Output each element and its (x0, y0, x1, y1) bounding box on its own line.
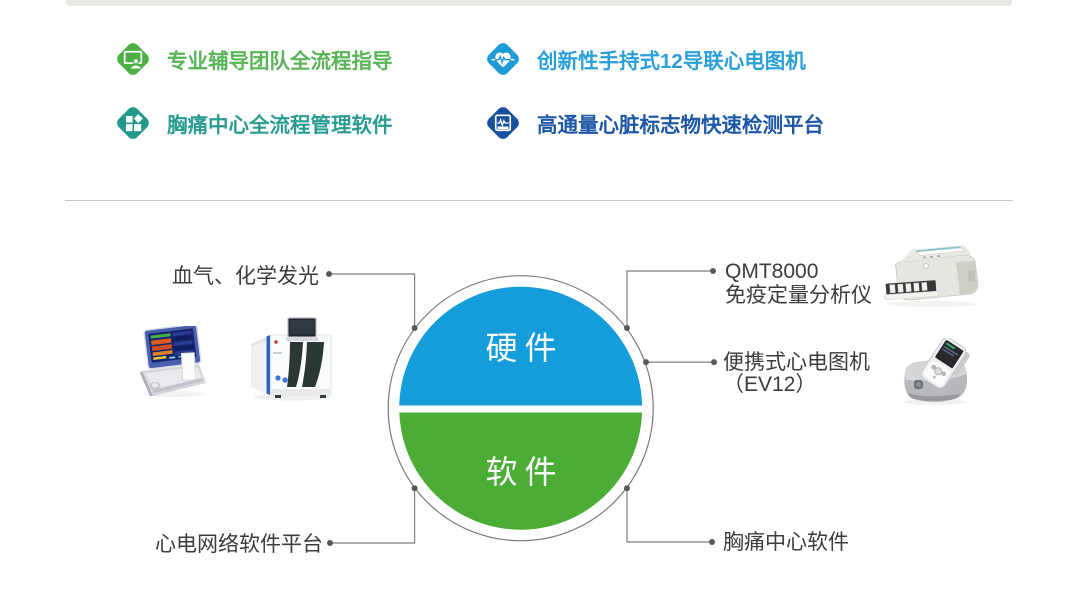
callout-line: 血气、化学发光 (172, 265, 319, 288)
label-node-cpc-software (709, 539, 715, 545)
connector-blood-gas (329, 273, 416, 328)
feature-item-cpc-software: 胸痛中心全流程管理软件 (114, 104, 393, 142)
connector-qmt8000 (626, 270, 713, 328)
callout-ecg-network: 心电网络软件平台 (155, 534, 323, 556)
chemiluminescence-analyzer-image (251, 317, 332, 401)
callout-line: 心电网络软件平台 (155, 533, 323, 556)
feature-item-biomarker-platform: 高通量心脏标志物快速检测平台 (484, 104, 824, 142)
qmt8000-analyzer-image (884, 245, 979, 307)
blood-gas-analyzer-image (140, 326, 206, 397)
top-strip (66, 0, 1012, 6)
outer-ring (387, 275, 654, 542)
callout-cpc-software: 胸痛中心软件 (723, 532, 849, 554)
label-node-blood-gas (326, 271, 332, 277)
section-divider (65, 200, 1013, 201)
callout-line: 便携式心电图机 (723, 351, 870, 374)
feature-item-handheld-ecg: 创新性手持式12导联心电图机 (484, 40, 806, 78)
feature-label: 创新性手持式12导联心电图机 (537, 50, 806, 73)
label-node-portable-ecg (711, 359, 717, 366)
callout-line: （EV12） (723, 372, 817, 396)
callout-qmt8000: QMT8000 免疫定量分析仪 (725, 260, 872, 307)
feature-item-coaching: 专业辅导团队全流程指导 (114, 40, 393, 78)
hardware-half (399, 286, 643, 406)
connector-cpc-software (626, 488, 712, 543)
software-label: 软件 (485, 453, 564, 490)
feature-label: 专业辅导团队全流程指导 (167, 50, 393, 73)
callout-blood-gas: 血气、化学发光 (172, 266, 319, 288)
ev12-ecg-device-image (903, 338, 970, 405)
training-board-icon (117, 43, 149, 75)
label-node-qmt8000 (710, 268, 716, 274)
ecg-monitor-icon (487, 106, 519, 139)
ring-node-top-right (624, 325, 630, 331)
callout-line: 胸痛中心软件 (723, 531, 849, 554)
ring-node-right (643, 359, 649, 366)
connector-ecg-network (330, 488, 416, 544)
feature-label: 胸痛中心全流程管理软件 (167, 113, 393, 137)
hardware-label: 硬件 (485, 329, 564, 366)
software-half (399, 412, 643, 530)
ring-node-top-left (411, 325, 418, 331)
callout-portable-ecg: 便携式心电图机 （EV12） (723, 352, 870, 395)
modules-icon (117, 106, 149, 139)
callout-line: 免疫定量分析仪 (725, 283, 872, 307)
callout-line: QMT8000 (725, 260, 819, 283)
label-node-ecg-network (327, 540, 333, 546)
ring-node-bottom-right (624, 485, 630, 492)
heart-pulse-icon (487, 43, 519, 75)
feature-label: 高通量心脏标志物快速检测平台 (537, 113, 824, 137)
ring-node-bottom-left (411, 485, 418, 492)
